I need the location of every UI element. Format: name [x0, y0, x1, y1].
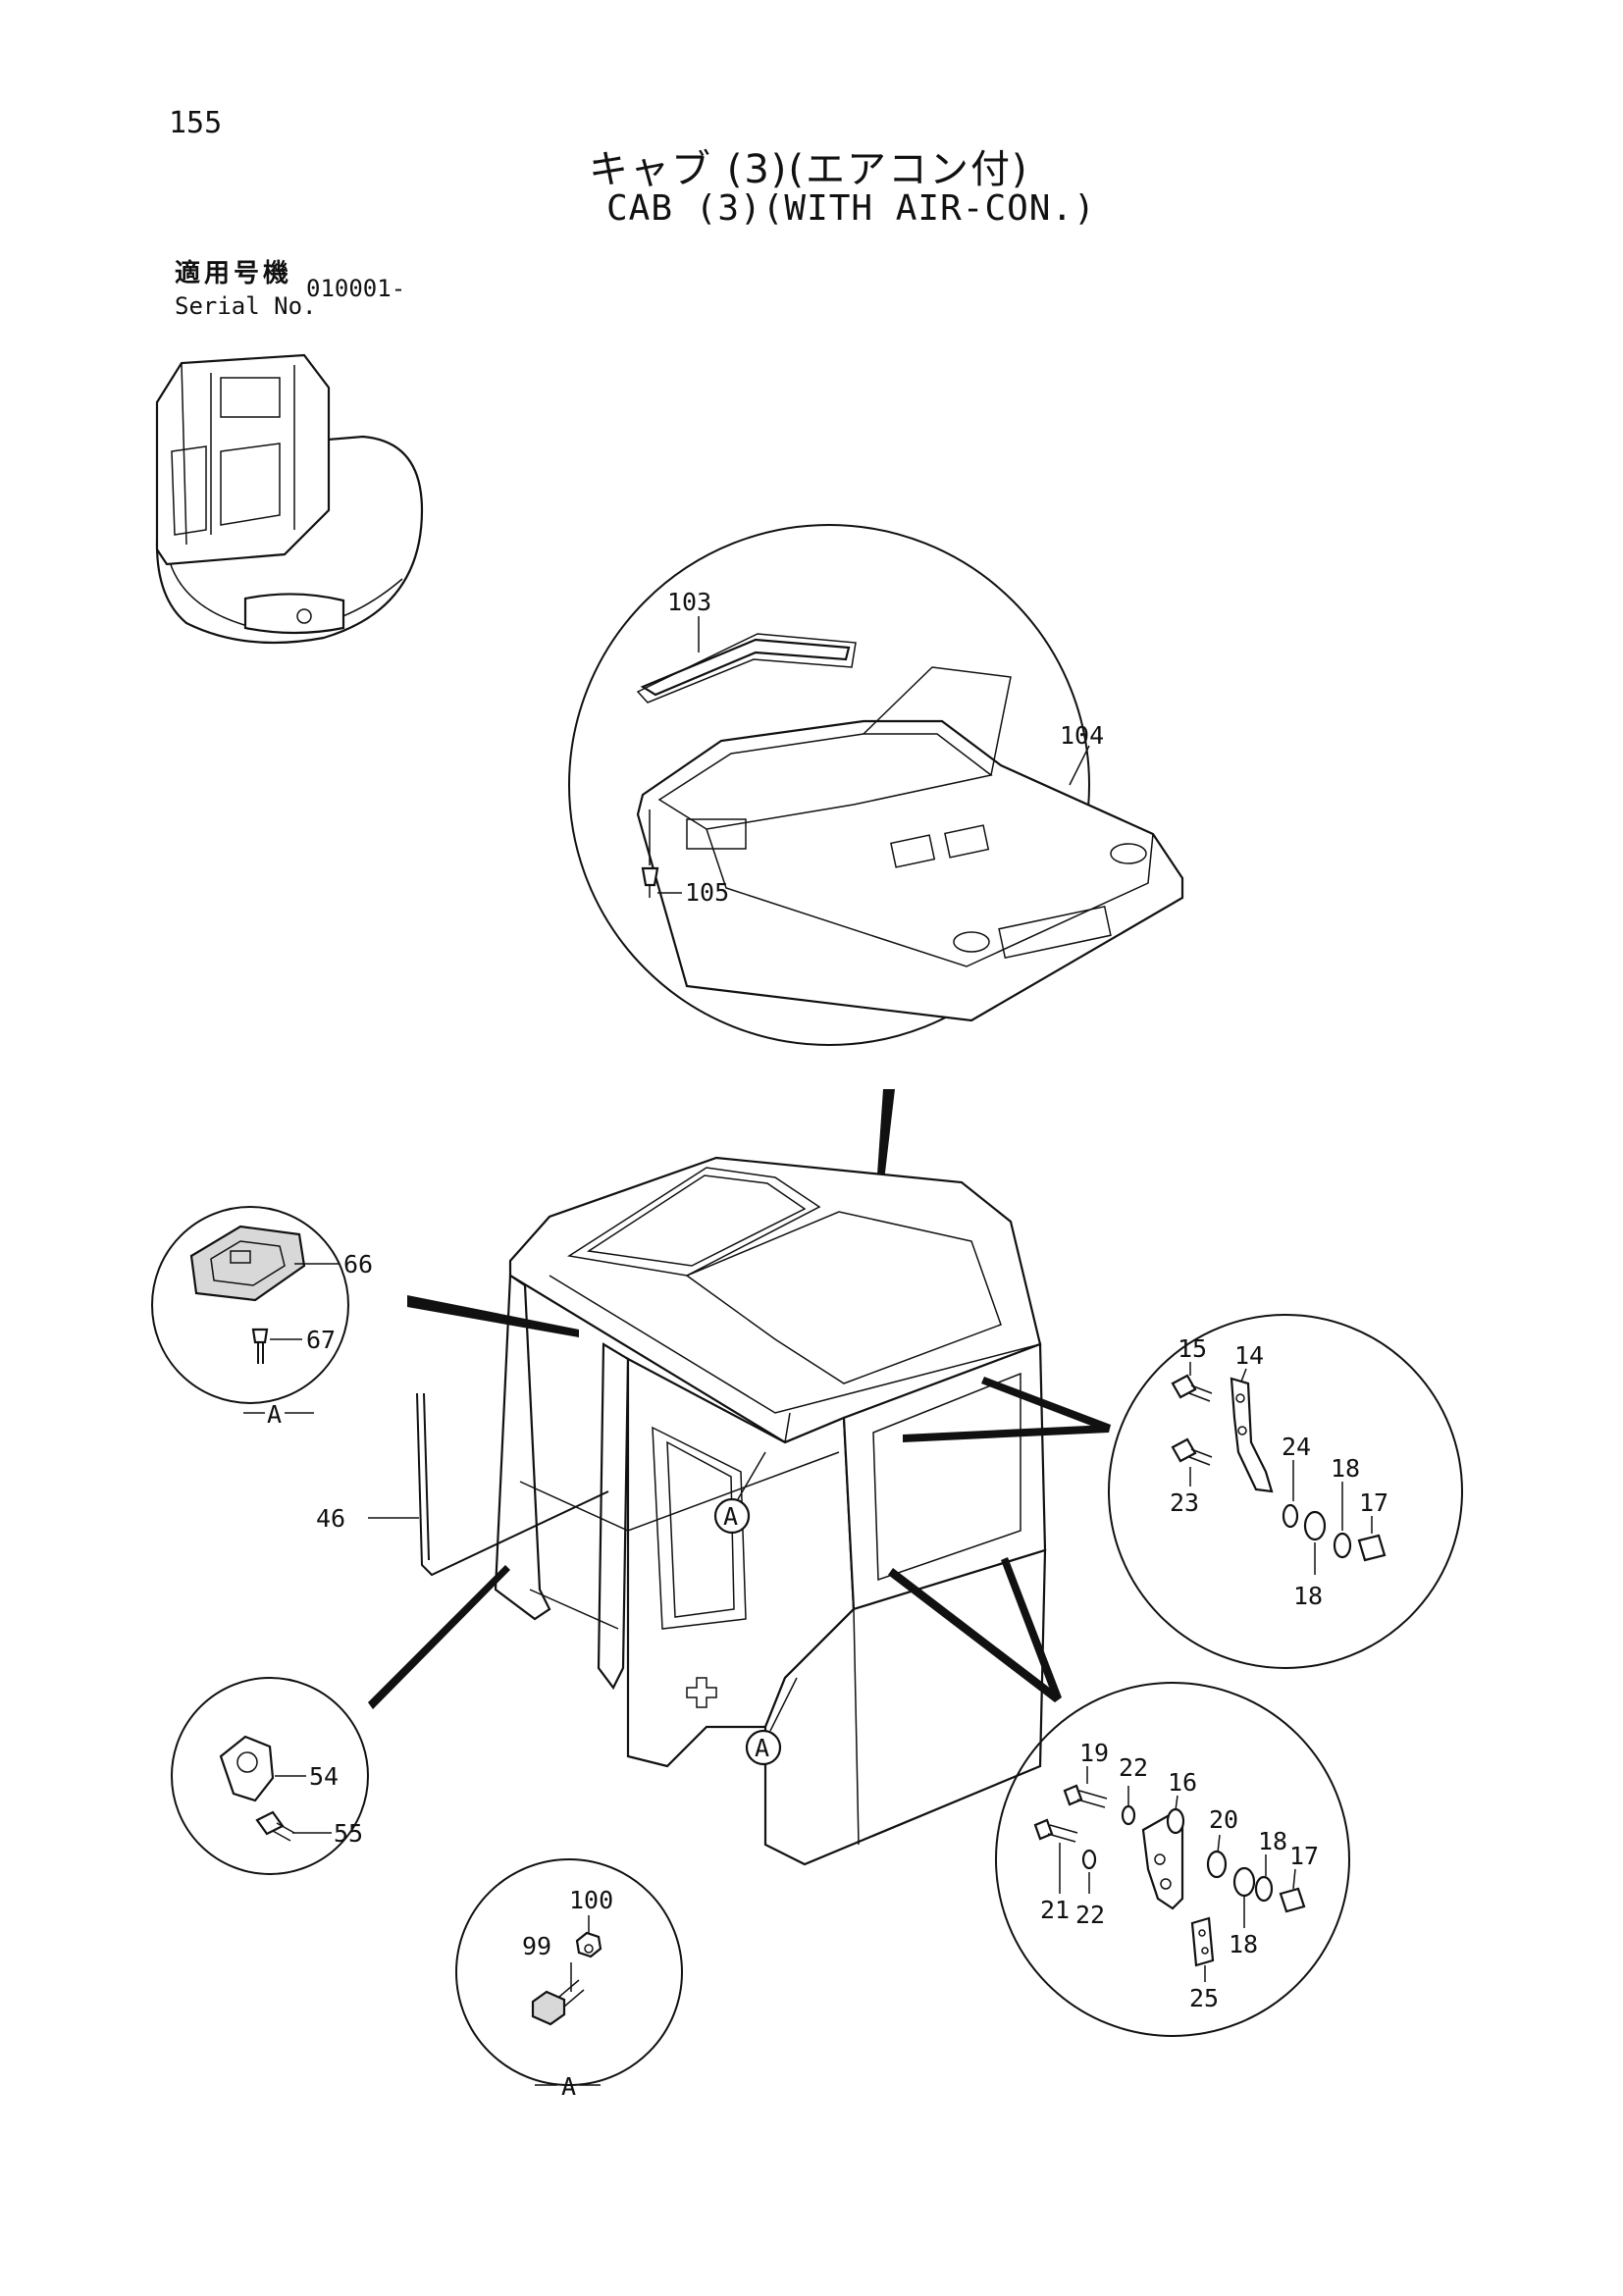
cab-assembly: A A: [494, 1156, 1047, 1866]
title-japanese: キャブ (3)(エアコン付): [589, 147, 1029, 192]
serial-value: 010001-: [306, 275, 406, 302]
callout-100: 100: [569, 1886, 613, 1914]
detail-circle-right-upper: 15 14 24 18 17 23 18: [1108, 1314, 1463, 1669]
callout-22-b: 22: [1075, 1901, 1105, 1929]
detail-circle-bottom-center: 100 99 A: [455, 1858, 683, 2101]
pointer-right-upper-a: [903, 1425, 1109, 1442]
callout-24: 24: [1282, 1433, 1311, 1461]
detail-circle-right-lower: 19 22 16 20 18 17 21 22 18 25: [995, 1682, 1350, 2037]
callout-54: 54: [309, 1762, 339, 1791]
serial-label-english: Serial No.: [175, 292, 317, 320]
callout-17-a: 17: [1359, 1488, 1388, 1517]
pointer-right-lower-b: [1001, 1557, 1062, 1702]
callout-15: 15: [1178, 1334, 1207, 1363]
callout-16: 16: [1168, 1768, 1197, 1797]
serial-label-japanese: 適用号機: [175, 259, 293, 288]
callout-25: 25: [1189, 1984, 1219, 2012]
callout-104: 104: [1060, 721, 1104, 750]
detail-circle-left-lower: 54 55: [171, 1677, 369, 1875]
cab-marker-a-2: A: [755, 1734, 769, 1762]
callout-46: 46: [316, 1504, 345, 1533]
callout-99: 99: [522, 1932, 551, 1960]
detail-circle-roof: 103 104 105: [568, 524, 1184, 1046]
callout-55: 55: [334, 1819, 363, 1848]
callout-18-b: 18: [1293, 1582, 1323, 1610]
machine-thumbnail: [155, 353, 424, 645]
callout-66: 66: [343, 1250, 373, 1278]
pointer-a-upper: [407, 1295, 579, 1337]
callout-67: 67: [306, 1326, 336, 1354]
detail-circle-a-upper: 66 67 A: [151, 1206, 373, 1429]
callout-18-c: 18: [1258, 1827, 1287, 1855]
callout-103: 103: [667, 588, 711, 616]
callout-18-d: 18: [1229, 1930, 1258, 1958]
callout-14: 14: [1234, 1341, 1264, 1370]
page-number: 155: [169, 106, 223, 140]
view-label-a-lower: A: [561, 2072, 576, 2101]
title-english: CAB (3)(WITH AIR-CON.): [606, 188, 1096, 229]
view-label-a-upper: A: [267, 1400, 282, 1429]
callout-21: 21: [1040, 1896, 1070, 1924]
callout-22-a: 22: [1119, 1753, 1148, 1782]
callout-23: 23: [1170, 1488, 1199, 1517]
pointer-right-upper-b: [981, 1377, 1111, 1433]
callout-19: 19: [1079, 1739, 1109, 1767]
pointer-right-lower-a: [888, 1568, 1060, 1702]
callout-18-a: 18: [1331, 1454, 1360, 1483]
callout-105: 105: [685, 878, 729, 907]
callout-20: 20: [1209, 1805, 1238, 1834]
callout-17-b: 17: [1289, 1842, 1319, 1870]
pointer-left-lower: [368, 1565, 510, 1709]
cab-marker-a-1: A: [723, 1502, 738, 1531]
seal-46: 46: [316, 1392, 609, 1577]
